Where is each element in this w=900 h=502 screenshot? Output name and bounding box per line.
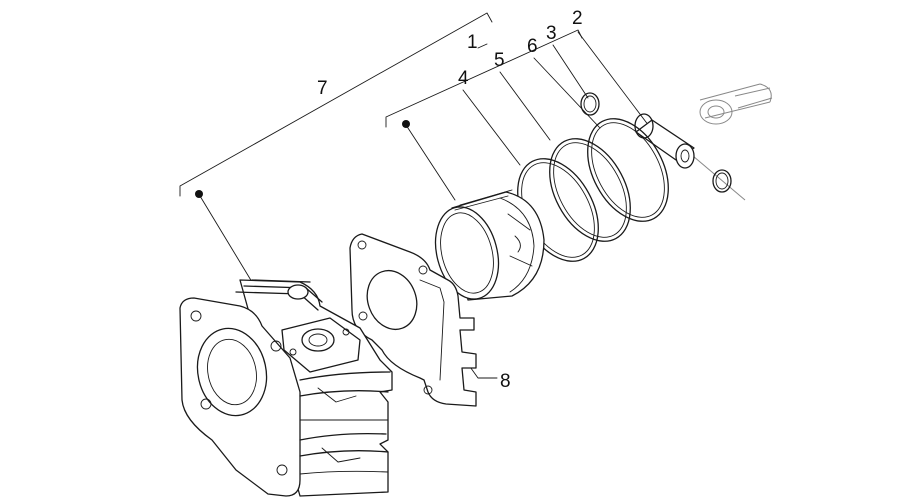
callout-6: 6 <box>527 36 538 57</box>
callout-4: 4 <box>458 68 469 89</box>
assembly-bracket-piston-set <box>385 29 583 128</box>
assembly-bracket-1-7 <box>179 12 493 197</box>
piston-ring-5 <box>549 138 631 242</box>
bullet-dot-cylinder <box>195 190 203 198</box>
leader-lines <box>199 31 653 379</box>
callout-7: 7 <box>317 78 328 99</box>
callout-5: 5 <box>494 50 505 71</box>
bullet-dot-piston <box>402 120 410 128</box>
piston-ring-6 <box>587 118 669 222</box>
piston <box>434 189 545 301</box>
cylinder-block <box>179 279 393 497</box>
piston-pin <box>634 113 695 169</box>
circlip-upper <box>580 92 600 116</box>
callout-2: 2 <box>572 8 583 29</box>
callout-1: 1 <box>467 32 478 53</box>
circlip-lower <box>712 169 732 193</box>
callout-8: 8 <box>500 371 511 392</box>
connecting-rod <box>679 83 773 201</box>
callout-3: 3 <box>546 23 557 44</box>
cylinder-base-gasket <box>349 233 477 407</box>
